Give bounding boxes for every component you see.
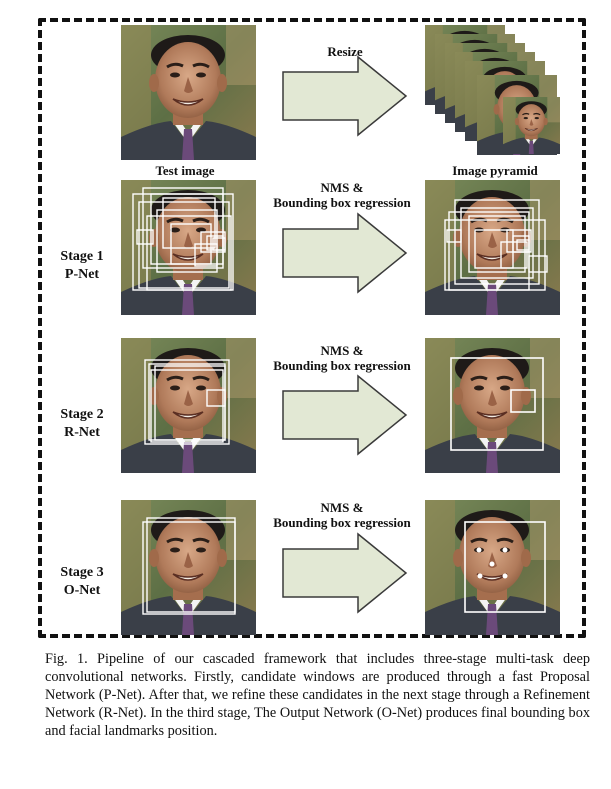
stage-3-output-image: [425, 500, 560, 635]
stage-2-arrow: [282, 374, 408, 456]
stage-1-output-boxes: [444, 199, 548, 291]
stage-1-input-image: [121, 180, 256, 315]
stage-1-nms-text: NMS &: [320, 180, 364, 195]
stage-3-bbox-text: Bounding box regression: [273, 515, 411, 530]
stage-1-arrow-label: NMS & Bounding box regression: [262, 180, 422, 210]
test-image: [121, 25, 256, 160]
figure-caption: Fig. 1. Pipeline of our cascaded framewo…: [45, 651, 590, 739]
stage-3-nms-text: NMS &: [320, 500, 364, 515]
stage-2-output-image: [425, 338, 560, 473]
stage-2-title: Stage 2: [60, 407, 104, 422]
stage-1-bbox-text: Bounding box regression: [273, 195, 411, 210]
stage-2-network: R-Net: [64, 425, 100, 440]
stage-2-nms-text: NMS &: [320, 343, 364, 358]
resize-arrow: [282, 55, 408, 137]
facial-landmarks: [476, 547, 508, 579]
stage-3-network: O-Net: [63, 583, 101, 598]
image-pyramid-caption: Image pyramid: [452, 163, 538, 178]
stage-2-input-boxes: [144, 359, 230, 445]
stage-1-label: Stage 1 P-Net: [52, 248, 112, 284]
stage-2-label: Stage 2 R-Net: [52, 406, 112, 442]
stage-1-network: P-Net: [64, 267, 100, 282]
resize-label: Resize: [327, 44, 363, 59]
stage-3-arrow-label: NMS & Bounding box regression: [262, 500, 422, 530]
stage-1-arrow: [282, 212, 408, 294]
stage-1-input-boxes: [132, 187, 234, 291]
figure-frame: [38, 18, 586, 638]
stage-3-arrow: [282, 532, 408, 614]
pyramid-layers: [425, 25, 560, 160]
stage-3-label: Stage 3 O-Net: [52, 564, 112, 600]
stage-3-output-box: [464, 521, 546, 613]
stage-3-title: Stage 3: [60, 565, 104, 580]
test-image-caption: Test image: [155, 163, 215, 178]
stage-2-arrow-label: NMS & Bounding box regression: [262, 343, 422, 373]
stage-1-output-image: [425, 180, 560, 315]
stage-2-input-image: [121, 338, 256, 473]
stage-2-output-boxes: [450, 357, 544, 451]
stage-1-title: Stage 1: [60, 249, 104, 264]
stage-3-input-boxes: [142, 517, 236, 615]
stage-3-input-image: [121, 500, 256, 635]
image-pyramid: [425, 25, 560, 160]
stage-2-bbox-text: Bounding box regression: [273, 358, 411, 373]
